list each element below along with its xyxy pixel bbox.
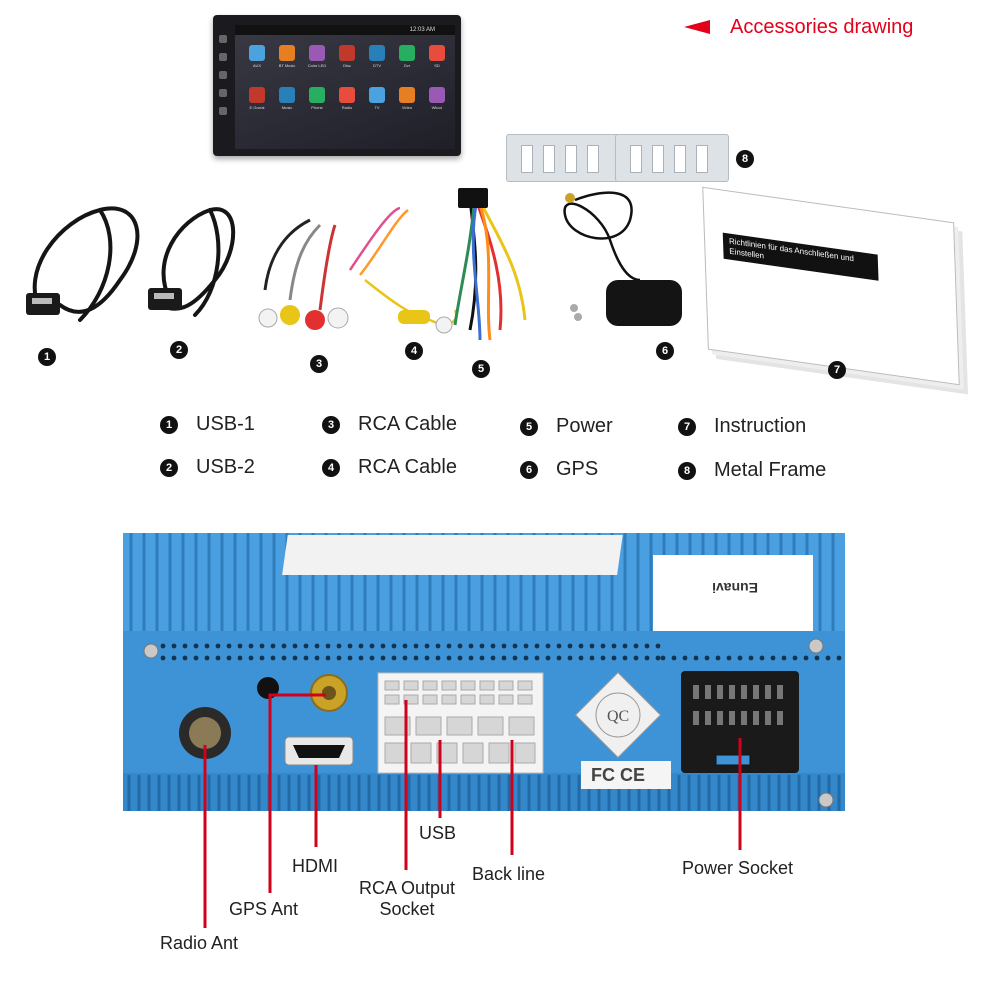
metal-frame-right (615, 134, 729, 182)
badge-8: 8 (736, 150, 754, 168)
screw-icon (808, 638, 824, 654)
arrow-left-icon (684, 20, 710, 34)
badge-6: 6 (656, 342, 674, 360)
app-icon[interactable] (309, 87, 325, 103)
usb-cable-2 (158, 207, 236, 317)
label-rca-output: RCA Output Socket (358, 878, 456, 919)
qc-seal (574, 671, 662, 759)
label-hdmi: HDMI (292, 856, 338, 876)
app-label: Color LED (307, 63, 327, 68)
app-label: Dvr (403, 63, 411, 68)
brand-name: Eunavi (712, 580, 758, 596)
app-icon[interactable] (399, 87, 415, 103)
badge-7: 7 (828, 361, 846, 379)
rca-cable-3 (263, 218, 337, 311)
app-icon[interactable] (399, 45, 415, 61)
power-harness-5 (453, 199, 527, 341)
app-icon[interactable] (249, 87, 265, 103)
label-usb: USB (419, 823, 457, 843)
app-label: Phone (311, 105, 323, 110)
app-label: AUX (252, 63, 262, 68)
gps-antenna-cable-6 (563, 191, 641, 282)
app-label: DTV (373, 63, 381, 68)
device-back-panel: Eunavi QC FC CE (123, 533, 845, 811)
android-home-screen: 12:03 AM AUX BT Music Color LED Disc DTV Dvr S… (235, 25, 455, 149)
app-label: BT Music (278, 63, 296, 68)
app-icon[interactable] (249, 45, 265, 61)
app-icon[interactable] (369, 87, 385, 103)
status-bar: 12:03 AM (235, 25, 455, 35)
badge-1: 1 (38, 348, 56, 366)
screw-icon (818, 792, 834, 808)
qc-text: QC (607, 708, 629, 725)
clock: 12:03 AM (409, 27, 435, 33)
gps-antenna-puck (606, 280, 682, 326)
badge-5: 5 (472, 360, 490, 378)
app-icon[interactable] (339, 87, 355, 103)
power-connector (458, 188, 488, 208)
head-unit-screen: 12:03 AM AUX BT Music Color LED Disc DTV Dvr S… (213, 15, 461, 156)
metal-frame-left (506, 134, 620, 182)
app-label: Video (401, 105, 413, 110)
cert-text: FC CE (591, 765, 645, 785)
brand-sticker (653, 555, 813, 633)
app-icon[interactable] (369, 45, 385, 61)
label-radio-ant: Radio Ant (160, 933, 239, 953)
app-icon[interactable] (309, 45, 325, 61)
app-label: TV (374, 105, 380, 110)
accessories-photo (26, 188, 682, 341)
app-icon[interactable] (339, 45, 355, 61)
app-label: Music (281, 105, 293, 110)
usb-cable-1 (32, 206, 140, 322)
app-icon[interactable] (429, 45, 445, 61)
app-label: Wkcci (431, 105, 443, 110)
app-icon[interactable] (279, 87, 295, 103)
app-label: Radio (341, 105, 353, 110)
side-buttons (216, 25, 230, 149)
label-gps-ant: GPS Ant (229, 899, 299, 919)
cert-sticker (581, 761, 671, 789)
app-icon[interactable] (429, 87, 445, 103)
badge-4: 4 (405, 342, 423, 360)
label-power-socket: Power Socket (682, 858, 794, 878)
accessories-title: Accessories drawing (730, 15, 914, 38)
diagram-label-sticker (282, 535, 623, 575)
app-label: Disc (343, 63, 351, 68)
accessories-header: Accessories drawing (684, 14, 913, 40)
label-back-line: Back line (472, 864, 546, 884)
badge-3: 3 (310, 355, 328, 373)
screw-icon (143, 643, 159, 659)
badge-2: 2 (170, 341, 188, 359)
app-icon[interactable] (279, 45, 295, 61)
app-label: SD (434, 63, 440, 68)
pointer-gps-ant (268, 693, 326, 893)
app-label: E.Gorrai (249, 105, 265, 110)
